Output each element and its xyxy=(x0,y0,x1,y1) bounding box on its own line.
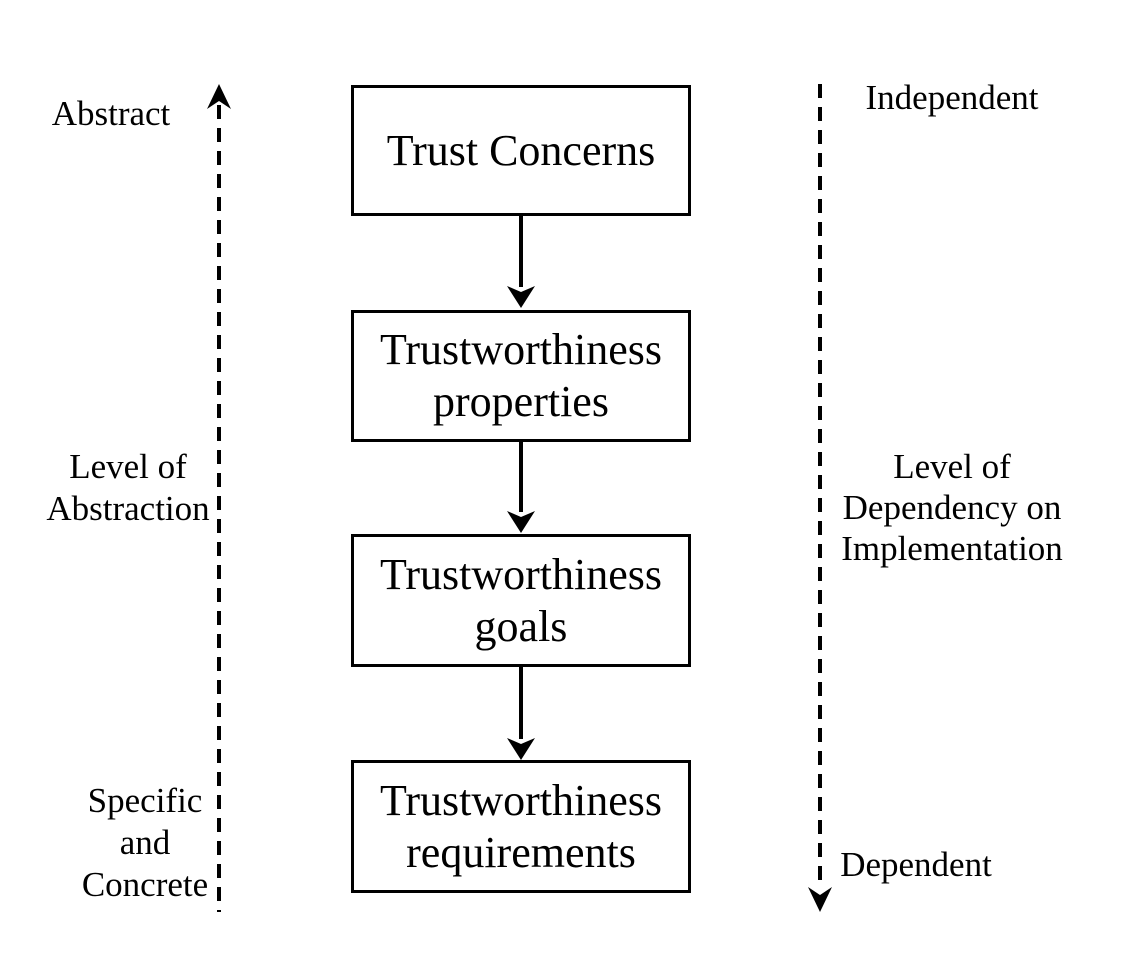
flow-arrowhead-icon-3 xyxy=(507,738,535,760)
trustworthiness-goals-line2: goals xyxy=(474,601,568,651)
trust-concerns-box: Trust Concerns xyxy=(351,85,691,216)
right-axis-dashed-line xyxy=(818,84,822,888)
specific-concrete-line2: and xyxy=(119,823,171,862)
flow-arrow-shaft-3 xyxy=(519,667,523,739)
trustworthiness-requirements-line1: Trustworthiness xyxy=(380,775,662,825)
level-of-abstraction-line2: Abstraction xyxy=(46,489,210,528)
left-axis-mid-label: Level of Abstraction xyxy=(18,446,238,530)
trustworthiness-properties-line1: Trustworthiness xyxy=(380,325,662,374)
down-arrowhead-icon xyxy=(808,887,832,912)
right-axis-mid-label: Level of Dependency on Implementation xyxy=(832,446,1072,569)
level-of-dependency-line1: Level of xyxy=(893,447,1011,486)
trustworthiness-goals-box: Trustworthiness goals xyxy=(351,534,691,667)
right-axis-top-label: Independent xyxy=(842,78,1062,118)
left-axis-top-label: Abstract xyxy=(21,95,201,133)
flow-arrowhead-icon-1 xyxy=(507,286,535,308)
trustworthiness-goals-line1: Trustworthiness xyxy=(380,549,662,599)
specific-concrete-line3: Concrete xyxy=(81,865,209,904)
up-arrowhead-icon xyxy=(207,84,231,109)
trustworthiness-properties-line2: properties xyxy=(433,377,609,426)
trustworthiness-requirements-box: Trustworthiness requirements xyxy=(351,760,691,893)
flow-arrowhead-icon-2 xyxy=(507,511,535,533)
specific-concrete-line1: Specific xyxy=(87,781,203,820)
level-of-dependency-line3: Implementation xyxy=(841,529,1063,568)
left-axis-bottom-label: Specific and Concrete xyxy=(35,780,255,906)
left-axis-dashed-line xyxy=(217,105,221,912)
flow-arrow-shaft-1 xyxy=(519,216,523,287)
abstract-label: Abstract xyxy=(51,94,171,133)
flow-arrow-shaft-2 xyxy=(519,442,523,512)
trustworthiness-requirements-line2: requirements xyxy=(406,827,636,877)
dependent-label: Dependent xyxy=(840,845,992,884)
independent-label: Independent xyxy=(865,78,1039,117)
level-of-abstraction-line1: Level of xyxy=(69,447,187,486)
trustworthiness-properties-box: Trustworthiness properties xyxy=(351,310,691,442)
trust-concerns-label: Trust Concerns xyxy=(386,125,656,175)
right-axis-bottom-label: Dependent xyxy=(826,845,1006,885)
level-of-dependency-line2: Dependency on xyxy=(842,488,1062,527)
